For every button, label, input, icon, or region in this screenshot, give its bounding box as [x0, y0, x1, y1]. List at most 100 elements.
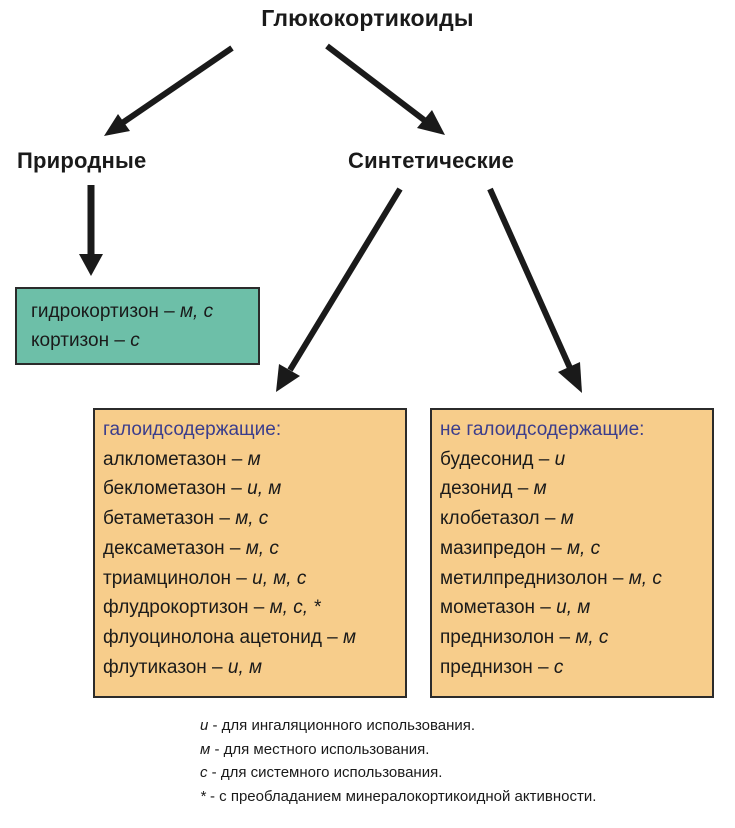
arrow-synthetic-to-halo: [287, 187, 403, 372]
synthetic-node-title: Синтетические: [348, 148, 515, 173]
list-item: дезонид – м: [440, 474, 712, 504]
drug-name: кортизон: [31, 330, 110, 351]
legend: и - для ингаляционного использования. м …: [200, 714, 596, 808]
drug-name: беклометазон: [103, 478, 227, 500]
list-item: беклометазон – и, м: [103, 474, 405, 504]
arrow-root-to-synthetic: [325, 43, 434, 129]
root-node-title: Глюкокортикоиды: [261, 5, 474, 31]
legend-key: *: [200, 787, 206, 805]
legend-key: с: [200, 764, 208, 781]
drug-name: дезонид: [440, 478, 513, 500]
dash: –: [224, 537, 246, 559]
arrow-root-to-natural: [110, 45, 234, 133]
use-marks: м, с, *: [269, 597, 321, 619]
legend-key: и: [200, 717, 209, 734]
drug-name: мазипредон: [440, 537, 546, 559]
box-header: не галоидсодержащие:: [440, 419, 645, 440]
dash: –: [226, 448, 248, 470]
list-item: преднизон – с: [440, 653, 712, 683]
list-item: клобетазол – м: [440, 504, 712, 534]
use-marks: м: [247, 448, 261, 470]
arrowhead-root-to-synthetic: [417, 110, 445, 135]
drug-name: клобетазол: [440, 508, 540, 530]
use-marks: с: [130, 330, 140, 351]
legend-text: - для местного использования.: [210, 740, 430, 758]
natural-node-title: Природные: [17, 148, 147, 173]
use-marks: м, с: [180, 301, 214, 322]
list-item: бетаметазон – м, с: [103, 504, 405, 534]
legend-item: с - для системного использования.: [200, 761, 596, 785]
list-item: будесонид – и: [440, 445, 712, 475]
legend-text: - для ингаляционного использования.: [208, 717, 476, 734]
dash: –: [535, 597, 557, 619]
dash: –: [512, 478, 534, 500]
arrowhead-root-to-natural: [104, 114, 130, 136]
dash: –: [321, 626, 344, 648]
list-item: метилпреднизолон – м, с: [440, 564, 712, 594]
drug-name: преднизолон: [440, 626, 555, 648]
dash: –: [248, 597, 270, 619]
arrowhead-natural-to-box: [79, 254, 103, 276]
use-marks: и, м: [247, 478, 282, 500]
dash: –: [607, 567, 629, 589]
use-marks: и, м: [227, 656, 263, 678]
use-marks: м: [533, 478, 547, 500]
list-item: триамцинолон – и, м, с: [103, 564, 405, 594]
use-marks: м, с: [575, 626, 609, 648]
dash: –: [158, 301, 181, 322]
list-item: флудрокортизон – м, с, *: [103, 593, 405, 623]
list-item: кортизон – с: [31, 326, 258, 355]
legend-key: м: [200, 740, 211, 758]
dash: –: [545, 537, 568, 559]
legend-text: - с преобладанием минералокортикоидной а…: [205, 787, 597, 805]
drug-name: триамцинолон: [103, 567, 232, 589]
dash: –: [214, 508, 236, 530]
use-marks: м: [560, 508, 574, 530]
drug-name: дексаметазон: [103, 537, 225, 559]
arrow-synthetic-to-nonhalo: [487, 187, 573, 370]
drug-name: будесонид: [440, 448, 534, 470]
list-item: дексаметазон – м, с: [103, 534, 405, 564]
list-item: мазипредон – м, с: [440, 534, 712, 564]
drug-name: флутиказон: [103, 656, 207, 678]
dash: –: [539, 508, 561, 530]
dash: –: [554, 626, 576, 648]
dash: –: [109, 330, 131, 351]
use-marks: м, с: [245, 537, 279, 559]
halogen-containing-box: галоидсодержащие: алклометазон – м бекло…: [93, 408, 407, 698]
list-item: гидрокортизон – м, с: [31, 297, 258, 326]
dash: –: [532, 656, 554, 678]
drug-name: гидрокортизон: [31, 301, 159, 322]
list-item: флуоцинолона ацетонид – м: [103, 623, 405, 653]
dash: –: [533, 448, 555, 470]
legend-item: м - для местного использования.: [200, 738, 596, 762]
use-marks: м, с: [628, 567, 662, 589]
drug-name: преднизон: [440, 656, 533, 678]
non-halogen-containing-box: не галоидсодержащие: будесонид – и дезон…: [430, 408, 714, 698]
drug-name: алклометазон: [103, 448, 227, 470]
drug-name: флудрокортизон: [103, 597, 249, 619]
use-marks: с: [553, 656, 564, 678]
arrowhead-synthetic-to-halo: [276, 364, 300, 392]
drug-name: флуоцинолона ацетонид: [103, 626, 322, 648]
drug-name: мометазон: [440, 597, 536, 619]
legend-item: и - для ингаляционного использования.: [200, 714, 596, 738]
dash: –: [231, 567, 253, 589]
use-marks: м: [343, 626, 357, 648]
use-marks: и: [554, 448, 566, 470]
legend-item: * - с преобладанием минералокортикоидной…: [200, 785, 596, 809]
list-item: алклометазон – м: [103, 445, 405, 475]
use-marks: и, м: [556, 597, 591, 619]
dash: –: [226, 478, 248, 500]
arrowhead-synthetic-to-nonhalo: [558, 362, 582, 393]
legend-text: - для системного использования.: [207, 764, 443, 781]
use-marks: м, с: [235, 508, 269, 530]
list-item: преднизолон – м, с: [440, 623, 712, 653]
drug-name: метилпреднизолон: [440, 567, 608, 589]
drug-name: бетаметазон: [103, 508, 215, 530]
list-item: флутиказон – и, м: [103, 653, 405, 683]
dash: –: [206, 656, 228, 678]
box-header: галоидсодержащие:: [103, 419, 282, 440]
list-item: мометазон – и, м: [440, 593, 712, 623]
